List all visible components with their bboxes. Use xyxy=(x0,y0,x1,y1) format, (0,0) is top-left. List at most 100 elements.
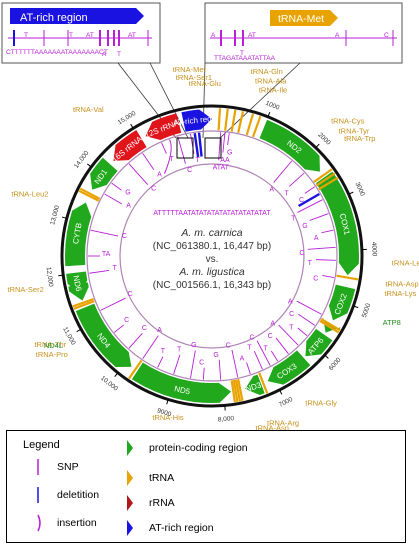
inset-left-sequence: CTTTTTTAAAAAAATAAAAAAACT xyxy=(6,49,108,56)
trna-label: tRNA-Gln xyxy=(251,67,283,76)
base-label: C xyxy=(226,343,231,350)
trna-mark xyxy=(251,115,262,138)
trna-label: tRNA-Cys xyxy=(331,117,365,126)
base-label: A xyxy=(314,235,319,242)
base-label: T xyxy=(196,157,201,164)
snp-icon xyxy=(37,459,39,475)
trna-label: tRNA-Lys xyxy=(384,289,416,298)
snp-mark xyxy=(322,275,335,278)
base-label: A xyxy=(269,187,274,194)
legend-snp: SNP xyxy=(33,458,79,476)
legend-deletion: deletition xyxy=(33,486,99,504)
snp-mark xyxy=(246,362,251,375)
inset-right-mark: C xyxy=(384,32,389,39)
base-label: C xyxy=(249,335,254,342)
trna-mark xyxy=(72,298,94,308)
legend: Legend SNP deletition insertion protein-… xyxy=(6,430,406,543)
inset-right-mark: T xyxy=(240,50,244,57)
snp-mark xyxy=(253,350,263,370)
position-tick-label: 3000 xyxy=(353,181,365,197)
position-tick-label: 10,000 xyxy=(99,375,119,393)
base-label: T xyxy=(308,260,313,267)
legend-at-rich: AT-rich region xyxy=(125,519,214,537)
position-tick-label: 9000 xyxy=(156,407,172,418)
legend-at-rich-label: AT-rich region xyxy=(149,522,214,534)
middle-ring xyxy=(86,130,338,382)
base-label: C xyxy=(122,233,127,240)
insertion-icon xyxy=(37,514,41,532)
base-label: C xyxy=(289,311,294,318)
snp-mark xyxy=(307,246,336,250)
pcg-nd4 xyxy=(75,303,132,367)
base-label: A xyxy=(157,171,162,178)
snp-mark xyxy=(142,152,155,171)
trna-label: tRNA-Tyr xyxy=(339,127,370,136)
inset-left-mark: AT xyxy=(128,32,136,39)
position-tick-label: 15,000 xyxy=(117,110,138,127)
snp-mark xyxy=(309,213,329,221)
base-label: A xyxy=(157,327,162,334)
outer-ring xyxy=(60,104,364,408)
trna-label: tRNA-Met xyxy=(173,65,207,74)
at-rich-icon xyxy=(127,520,133,536)
snp-mark xyxy=(89,270,110,274)
deletion-mark xyxy=(197,132,203,157)
snp-mark xyxy=(218,132,222,161)
position-tick-label: 1000 xyxy=(264,100,280,112)
base-label: T xyxy=(112,265,117,272)
snp-mark xyxy=(104,193,123,205)
legend-protein-coding-label: protein-coding region xyxy=(149,442,248,454)
rrna-12s xyxy=(145,113,182,140)
base-label: T xyxy=(177,346,182,353)
legend-title: Legend xyxy=(23,439,60,451)
trna-label: tRNA-His xyxy=(152,413,183,422)
trna-mark xyxy=(237,111,245,133)
trna-label: tRNA-Asp xyxy=(385,280,418,289)
protein-coding-icon xyxy=(127,440,133,456)
snp-mark xyxy=(90,229,119,237)
pcg-nd5 xyxy=(131,362,232,404)
position-tick-label: 14,000 xyxy=(73,149,91,169)
base-label: C xyxy=(187,167,192,174)
pcg-nd1 xyxy=(90,157,118,190)
trna-label: tRNA-Ala xyxy=(255,76,287,85)
snp-mark xyxy=(273,160,293,183)
pcg-cytb xyxy=(65,202,92,267)
trna-mark xyxy=(79,187,101,200)
position-tick-label: 4000 xyxy=(370,242,378,257)
base-label: G xyxy=(227,149,232,156)
snp-mark xyxy=(161,142,167,154)
inset-left-mark: T xyxy=(117,51,121,58)
base-label: T xyxy=(169,156,174,163)
pcg-nd6-label: ND6 xyxy=(71,275,83,293)
position-tick-label: 8,000 xyxy=(218,415,235,423)
base-label: TA xyxy=(102,251,111,258)
trna-mark xyxy=(128,359,143,380)
deletion-icon xyxy=(37,487,39,503)
trna-label: tRNA-Trp xyxy=(344,134,375,143)
trna-label: tRNA-Thr xyxy=(34,340,66,349)
snp-mark xyxy=(177,136,186,164)
trna-mark xyxy=(318,176,339,191)
trna-label: tRNA-Phe xyxy=(244,428,278,430)
inset-left-title: AT-rich region xyxy=(20,12,88,24)
variant-track: ATATAAGATCTGACTCACTACTCTACGCGTTACCCTTACA… xyxy=(88,132,336,380)
position-tick-label: 13,000 xyxy=(49,204,61,225)
trna-mark xyxy=(234,379,242,402)
trna-mark xyxy=(237,379,244,402)
insertion-sequence: ATTTTTAATATATATATATATATATATAT xyxy=(153,210,271,217)
base-label: T xyxy=(161,348,166,355)
legend-rrna: rRNA xyxy=(125,494,175,512)
trna-label: tRNA-Leu1 xyxy=(392,258,419,267)
inset-right-sequence: TTAGATAAATATTAA xyxy=(214,55,276,62)
insertion-mark xyxy=(164,139,172,174)
base-label: A xyxy=(270,320,275,327)
snp-mark xyxy=(114,324,125,333)
trna-mark xyxy=(217,108,222,131)
snp-mark xyxy=(288,172,305,187)
snp-mark xyxy=(231,349,239,378)
base-label: T xyxy=(263,345,268,352)
base-label: G xyxy=(302,223,307,230)
snp-mark xyxy=(100,297,126,311)
snp-mark xyxy=(227,133,230,146)
